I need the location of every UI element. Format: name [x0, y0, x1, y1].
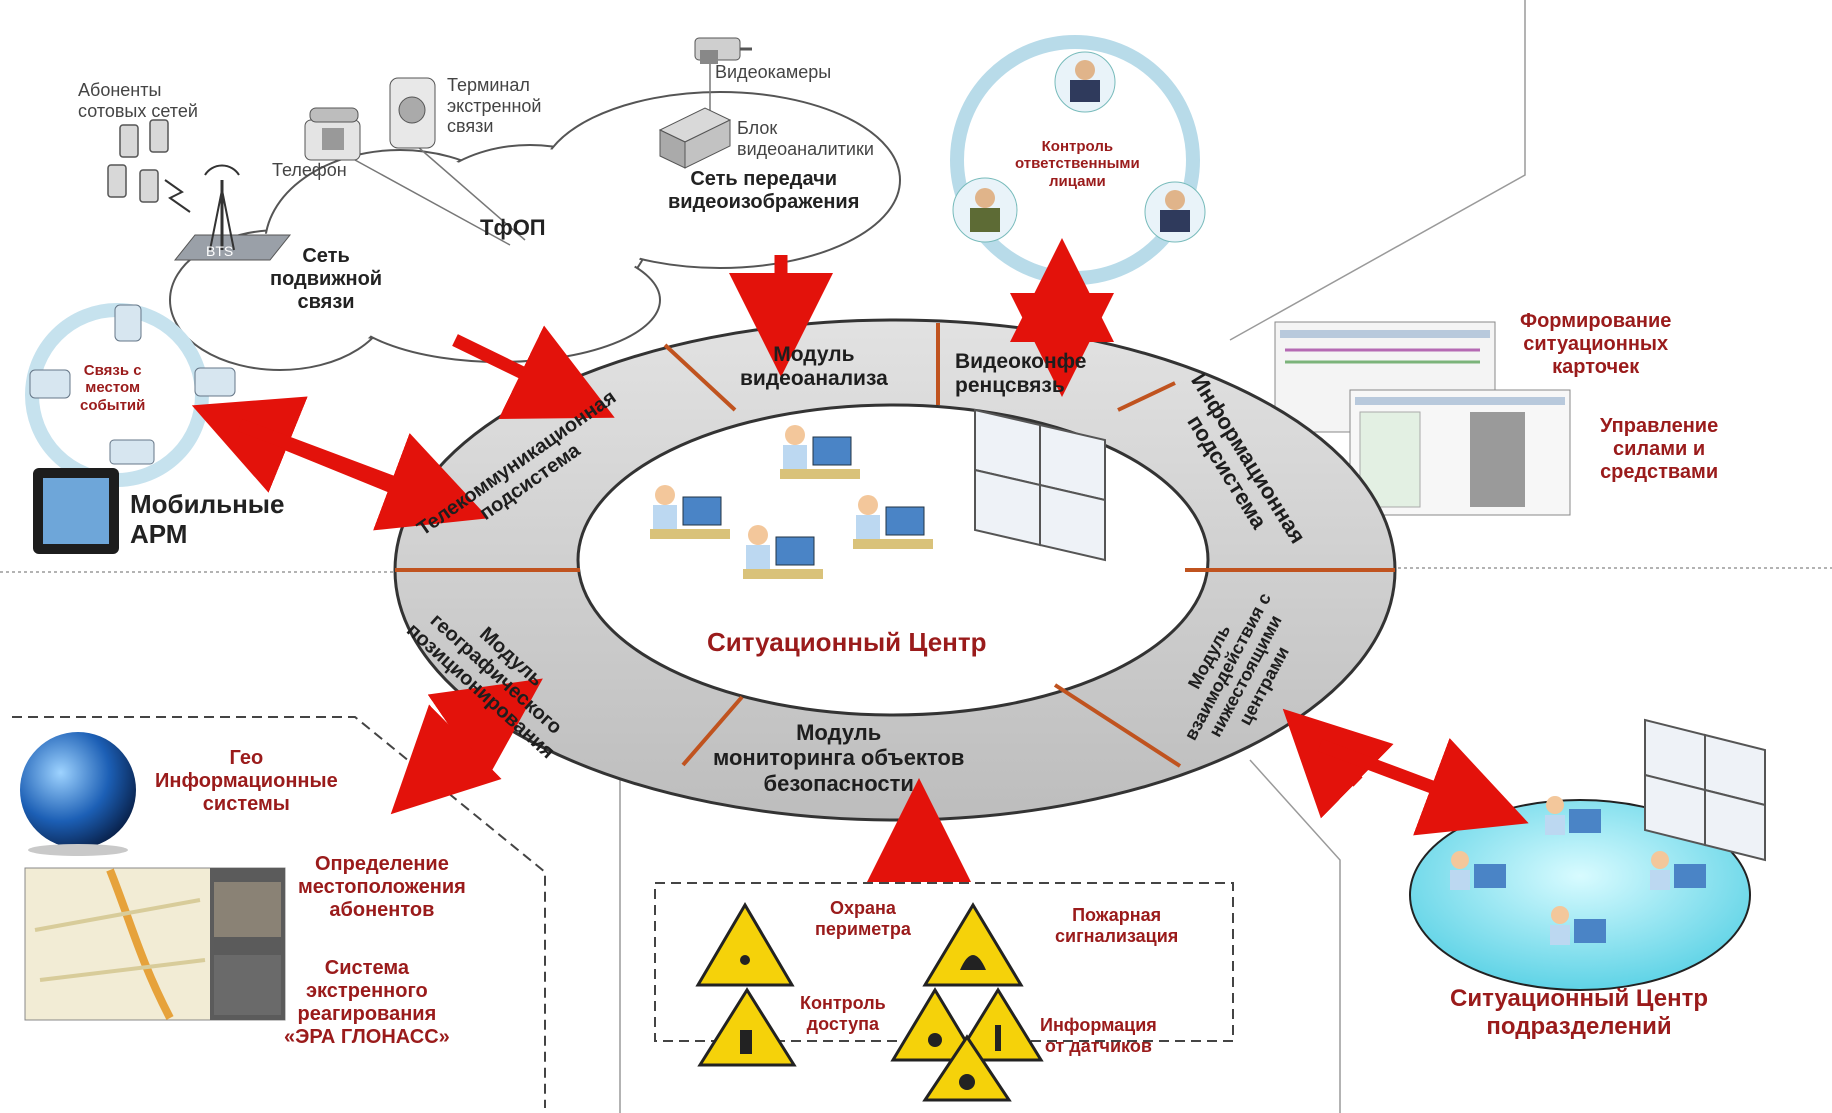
cell-phones-icon: [107, 119, 169, 203]
sub-center-video-wall: [1644, 718, 1766, 862]
sub-center-pool: [1409, 799, 1751, 991]
field-devices-icons: [29, 304, 236, 465]
telephone-icon: [304, 107, 361, 161]
bts-tower-icon: [173, 164, 292, 261]
connection-arrows: [191, 238, 1529, 882]
label-bts: BTS: [206, 243, 234, 259]
hazard-signs: [695, 902, 1044, 1102]
official-avatars: [952, 51, 1206, 243]
video-camera-icon: [694, 37, 752, 64]
map-screenshot: [24, 867, 286, 1021]
label-pstn: ТфОП: [480, 215, 546, 240]
label-phone: Телефон: [272, 160, 347, 180]
ring-dividers: [395, 323, 1395, 768]
tablet-icon: [33, 468, 119, 554]
hazard-glyphs: [740, 955, 1001, 1090]
analytics-block-icon: [658, 107, 732, 169]
operators-icon: [650, 425, 933, 579]
label-cameras: Видеокамеры: [715, 62, 832, 82]
situational-cards-screens: [1274, 321, 1571, 516]
video-wall-icon: [974, 408, 1106, 562]
sub-center-operators: [1450, 796, 1706, 945]
globe-icon: [20, 732, 136, 848]
emergency-terminal-icon: [389, 77, 436, 149]
label-center: Ситуационный Центр: [707, 627, 987, 657]
inner-core: [576, 403, 1210, 717]
